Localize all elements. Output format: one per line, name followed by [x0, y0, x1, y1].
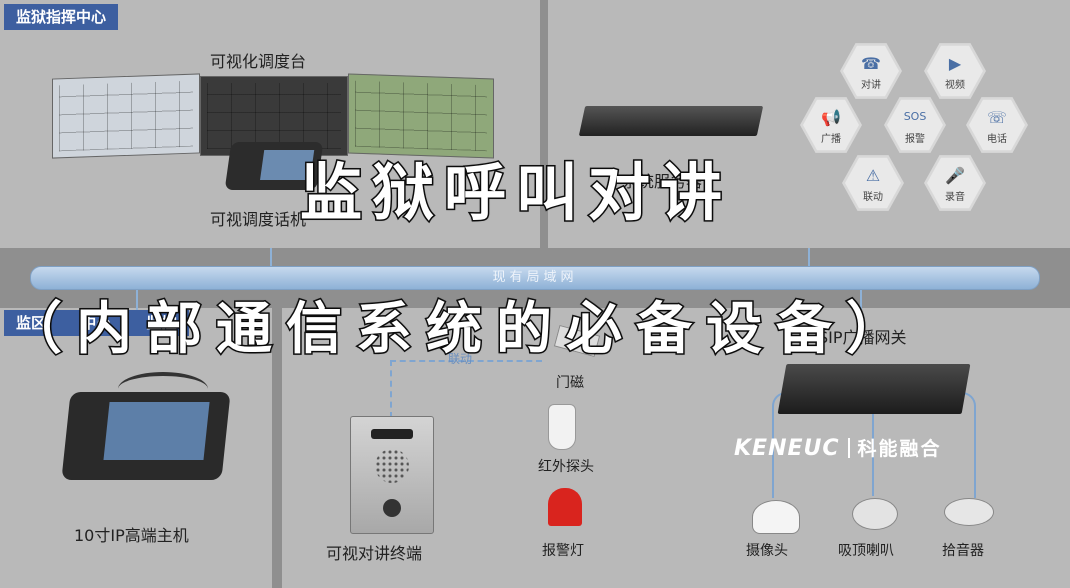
- lan-label: 现有局域网: [492, 270, 578, 285]
- infrared-probe-label: 红外探头: [538, 459, 594, 475]
- visual-console-label: 可视化调度台: [210, 52, 307, 71]
- alarm-light-label: 报警灯: [542, 543, 584, 559]
- linkage-icon: ⚠: [865, 166, 881, 185]
- video-icon: ▶: [948, 54, 962, 73]
- video-intercom-device: [350, 416, 434, 534]
- alarm-light-device: [548, 488, 582, 526]
- connector-ward: [136, 288, 138, 310]
- system-server-label: 系统服务器: [622, 172, 703, 191]
- intercom-icon: ☎: [861, 54, 881, 73]
- broadcast-icon: 📢: [821, 108, 841, 127]
- ceiling-speaker-label: 吸顶喇叭: [838, 543, 894, 559]
- sip-gateway-label: SIP广播网关: [818, 328, 907, 347]
- sip-gateway-device: [777, 364, 971, 414]
- system-server-device: [578, 106, 764, 136]
- host-10inch-device: [61, 392, 231, 480]
- connector-gateway: [860, 288, 862, 310]
- host-10inch-label: 10寸IP高端主机: [74, 526, 189, 545]
- mic-icon: 🎤: [945, 166, 965, 185]
- connector-command: [270, 248, 272, 268]
- overlay-title: 监狱呼叫对讲: [298, 155, 733, 231]
- ceiling-speaker-device: [852, 498, 898, 530]
- video-intercom-label: 可视对讲终端: [326, 544, 423, 563]
- gateway-wire-center: [872, 414, 876, 496]
- lan-bar: 现有局域网: [30, 266, 1040, 290]
- camera-label: 摄像头: [746, 543, 788, 559]
- linkage-label: 联动: [448, 352, 473, 366]
- sos-icon: SOS: [903, 110, 927, 123]
- camera-device: [752, 500, 800, 534]
- pickup-label: 拾音器: [942, 543, 984, 559]
- gooseneck-mic: [118, 372, 208, 406]
- dispatch-phone-label: 可视调度话机: [210, 210, 307, 229]
- phone-icon: ☏: [986, 108, 1007, 127]
- ward-center-title: 监区 中心 监控: [4, 310, 189, 336]
- pickup-device: [944, 498, 994, 526]
- infrared-probe-device: [548, 404, 576, 450]
- connector-server: [808, 248, 810, 268]
- console-screen-left: [52, 73, 200, 159]
- door-magnet-label: 门磁: [556, 375, 584, 391]
- command-center-title: 监狱指挥中心: [4, 4, 119, 30]
- overlay-subtitle: （内部通信系统的必备设备）: [5, 296, 916, 364]
- linkage-wire: [390, 360, 542, 418]
